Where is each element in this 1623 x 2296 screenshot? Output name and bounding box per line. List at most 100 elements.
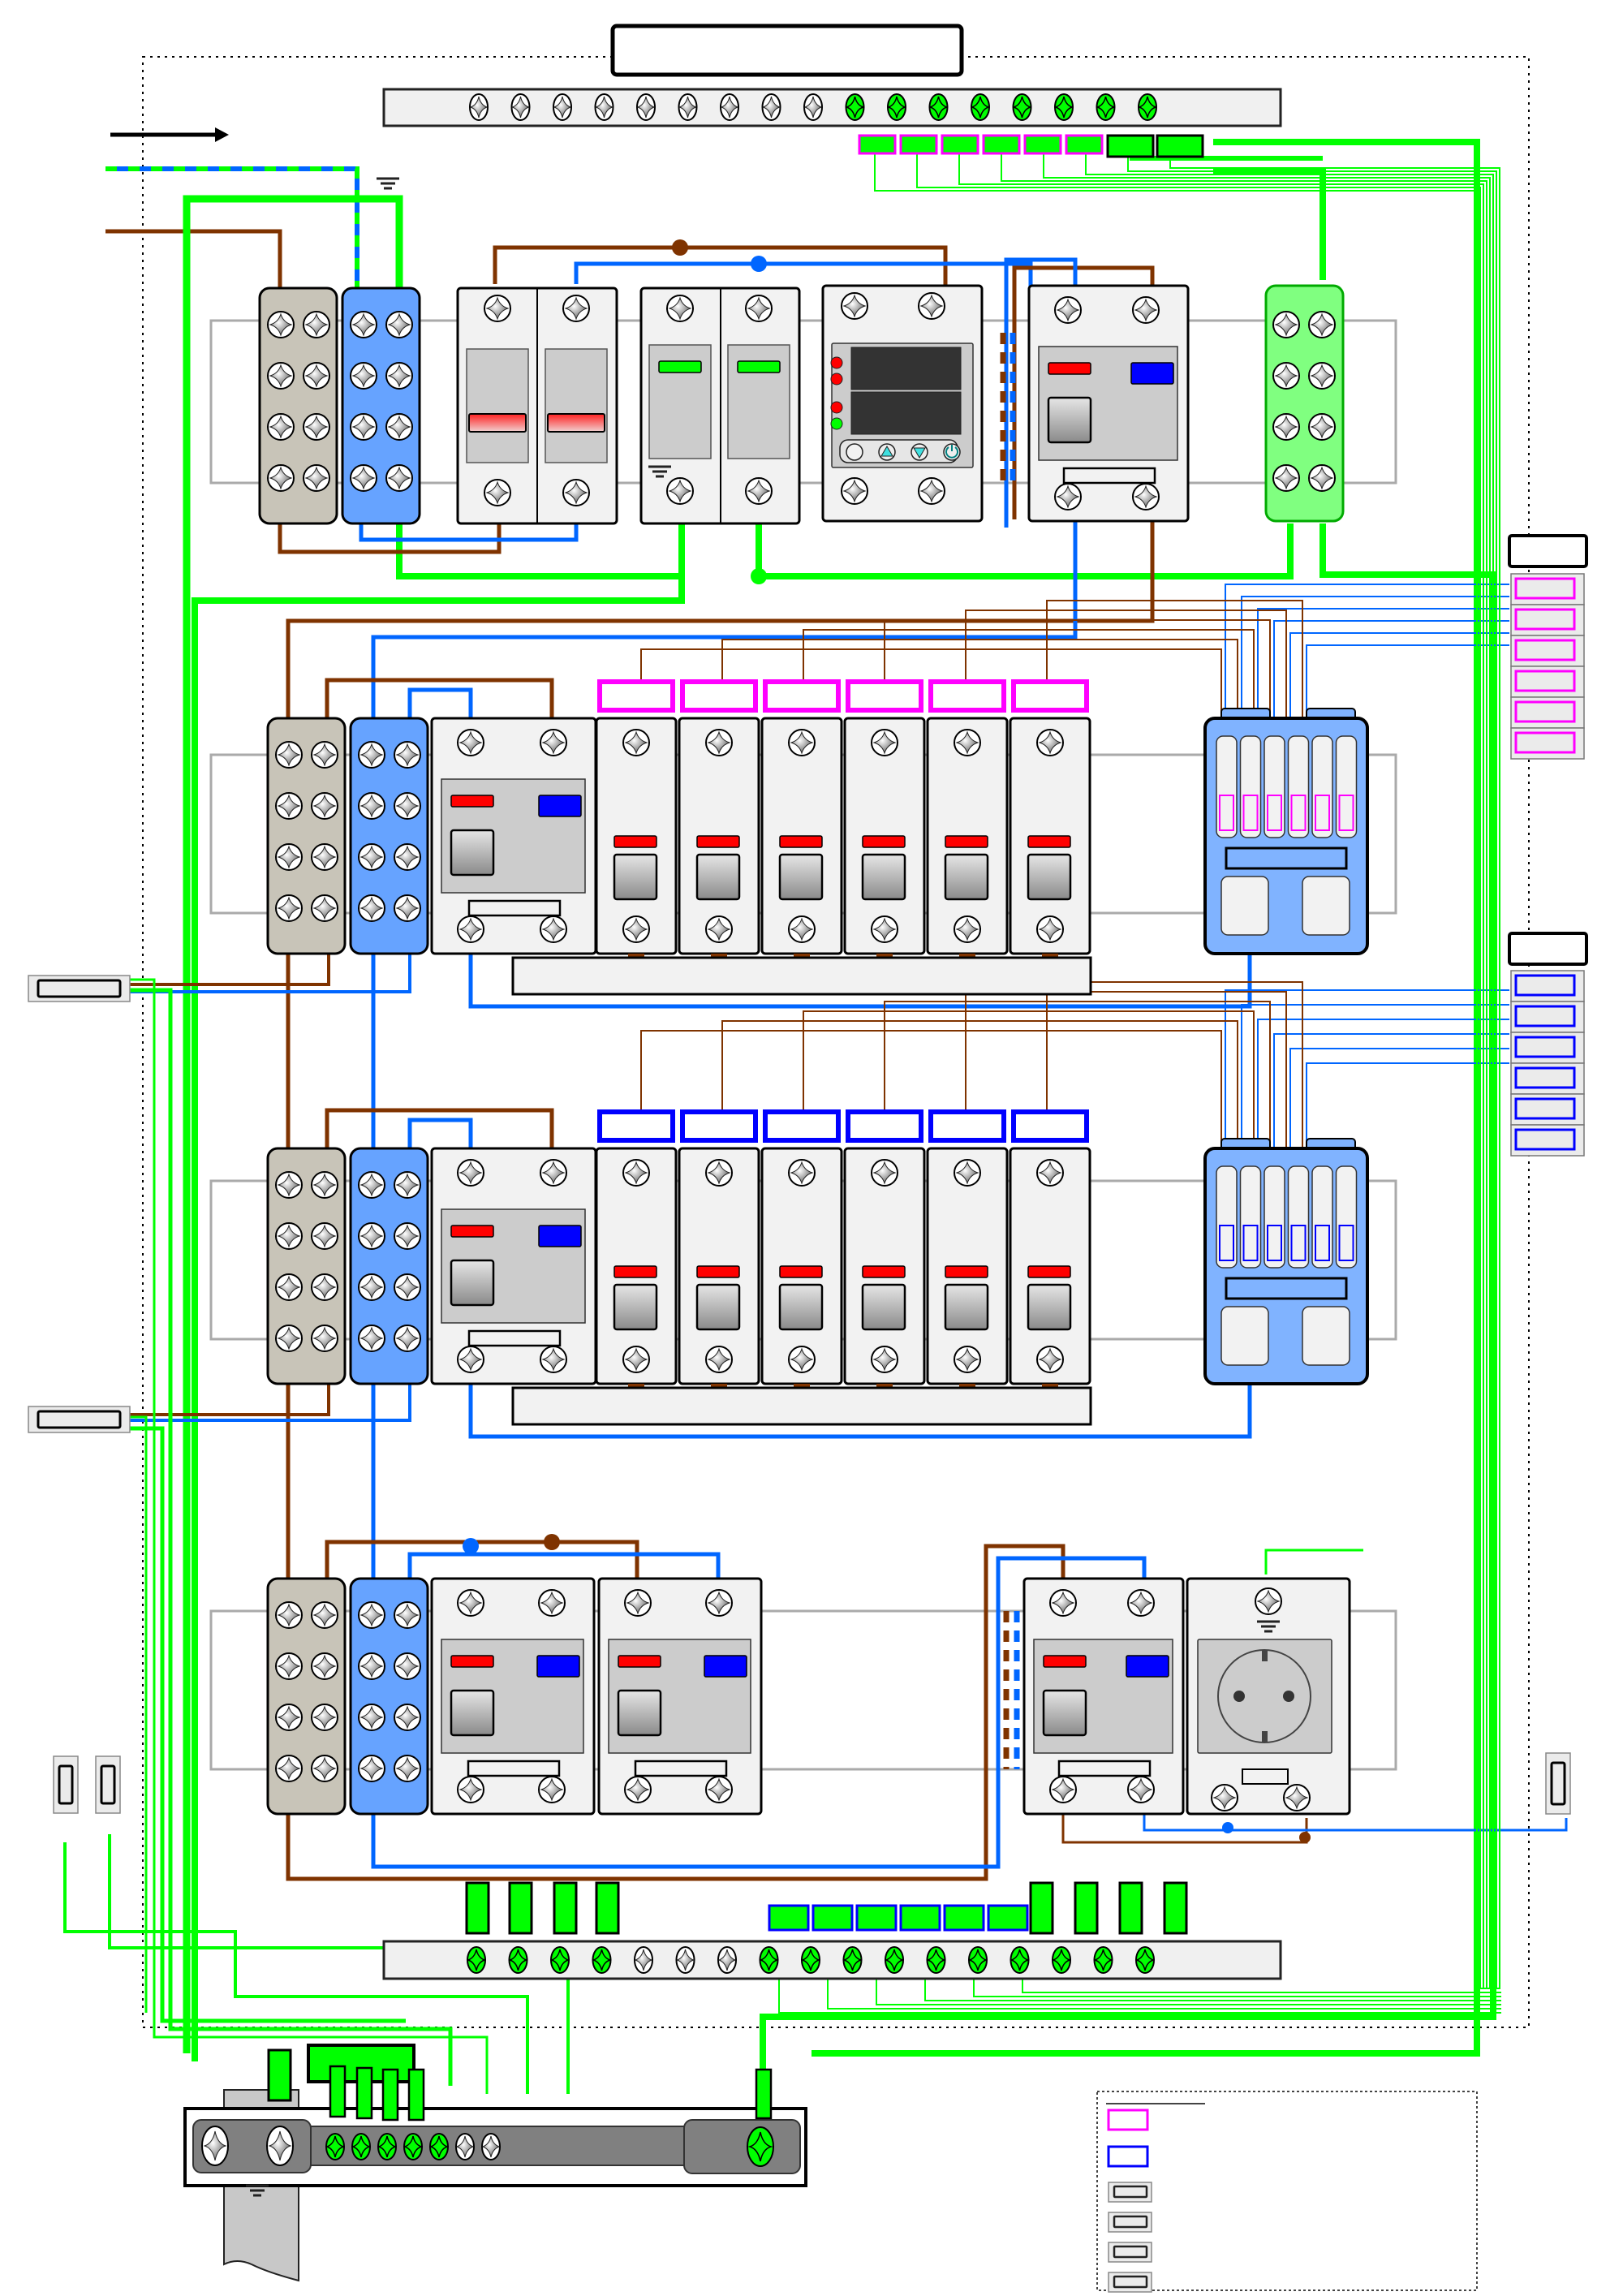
green-screw-icon: [429, 2133, 449, 2160]
screw-icon: [705, 1589, 733, 1617]
bottom-bar-thin-earth: [778, 1964, 1501, 2014]
green-screw-icon: [928, 93, 949, 121]
screw-icon: [358, 1273, 385, 1301]
main-bar-tap: [407, 2068, 425, 2122]
green-screw-icon: [887, 93, 906, 121]
bottom-earth-bar: [382, 1881, 1282, 1980]
row3-mcb: [595, 1109, 678, 1389]
row2-mcb: [678, 679, 760, 958]
row3-junction-neutral: [1241, 1004, 1509, 1148]
toggle-lever: [1042, 1689, 1087, 1737]
row2-mcb: [1009, 679, 1091, 958]
earth-bar-blue-tap: [943, 1904, 985, 1932]
screw-icon: [457, 1159, 484, 1187]
output-stub: [628, 954, 644, 958]
screw-icon: [538, 1589, 566, 1617]
screw-icon: [666, 477, 694, 505]
voltage-relay: [821, 284, 984, 523]
screw-icon: [1272, 413, 1300, 441]
top-tap-magenta: [858, 134, 897, 155]
row2-junction-neutral: [1273, 620, 1509, 718]
test-button: [704, 1655, 747, 1678]
neutral-junction-dot: [463, 1538, 479, 1554]
screw-icon: [350, 311, 377, 338]
screw-icon: [1054, 483, 1082, 510]
trip-indicator: [862, 1265, 906, 1278]
jb-slot-label: [1267, 795, 1282, 831]
rating-plate: [1242, 1768, 1289, 1785]
screw-icon: [394, 894, 421, 922]
screw-icon: [275, 1222, 303, 1250]
row2-busbar: [511, 956, 1092, 996]
row1-neutral-terminal: [341, 286, 421, 525]
screw-icon: [267, 311, 295, 338]
down-arrow-icon: [913, 447, 926, 459]
clamp-screw-head: [268, 2130, 292, 2161]
screw-icon: [385, 413, 413, 441]
neutral-junction-dot: [1222, 1822, 1233, 1833]
screw-icon: [745, 295, 773, 322]
earth-spd2-wire: [756, 523, 1294, 579]
white-screw-icon: [678, 93, 698, 121]
test-button: [1130, 362, 1174, 385]
jb-slot-label: [1242, 795, 1259, 831]
row2-label-phase-wire: [803, 629, 1255, 718]
label-tag-window: [1514, 639, 1576, 661]
main-bar-end: [683, 2119, 801, 2174]
screw-icon: [311, 1273, 338, 1301]
toggle-lever: [944, 853, 989, 901]
screw-icon: [1036, 915, 1064, 943]
row3-mcb: [1009, 1109, 1091, 1389]
screw-icon: [394, 1704, 421, 1731]
screw-icon: [311, 1601, 338, 1629]
main-bar-tap: [355, 2066, 373, 2120]
white-screw-icon: [803, 93, 823, 121]
cable-entry-window: [58, 1764, 74, 1805]
earth-clip-top: [1262, 1651, 1268, 1661]
display-top: [850, 347, 962, 390]
screw-icon: [358, 792, 385, 820]
screw-icon: [303, 413, 330, 441]
legend-swatch-window: [1113, 2215, 1148, 2229]
row4-neutral-long: [371, 1556, 1147, 1869]
output-stub: [959, 954, 975, 958]
white-screw-icon: [455, 2133, 475, 2160]
screw-icon: [788, 729, 816, 756]
socket-neutral: [1143, 1810, 1568, 1832]
row2-junction-neutral: [1225, 584, 1509, 718]
cable-entry-window: [37, 979, 122, 998]
trip-indicator: [450, 1655, 494, 1668]
screw-icon: [303, 362, 330, 390]
phase-junction-dot: [544, 1534, 560, 1550]
circuit-label-box: [1011, 679, 1089, 713]
trip-indicator: [862, 835, 906, 848]
screw-icon: [358, 1601, 385, 1629]
row3-phase-terminal: [266, 1147, 347, 1385]
title-box: [610, 24, 964, 77]
screw-icon: [705, 1159, 733, 1187]
screw-icon: [622, 1346, 650, 1373]
row3-busbar: [511, 1386, 1092, 1426]
screw-icon: [540, 729, 567, 756]
row3-rcd-out-neutral: [468, 1380, 1252, 1439]
screw-icon: [275, 792, 303, 820]
screw-icon: [303, 464, 330, 492]
legend-frame: [1096, 2091, 1478, 2291]
label-tag-window: [1514, 1066, 1576, 1089]
screw-icon: [1132, 483, 1160, 510]
circuit-label-box: [680, 679, 758, 713]
screw-icon: [311, 1325, 338, 1352]
led-red-icon: [830, 356, 843, 369]
screw-icon: [745, 477, 773, 505]
trip-indicator: [1027, 1265, 1071, 1278]
main-switch-2p: [456, 286, 618, 525]
row3-junction-neutral: [1289, 1048, 1509, 1148]
screw-icon: [788, 1159, 816, 1187]
main-earth-screw-head: [747, 2131, 773, 2162]
green-screw-icon: [759, 1946, 779, 1974]
screw-icon: [275, 894, 303, 922]
rating-plate: [467, 1329, 562, 1347]
feeder-earth-2b: [130, 1415, 148, 2013]
row2-junction-box: [1203, 708, 1369, 955]
screw-icon: [457, 1776, 484, 1803]
